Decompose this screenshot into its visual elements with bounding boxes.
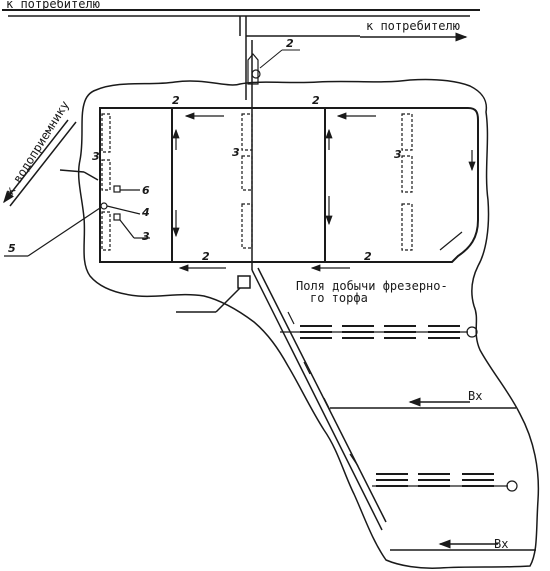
field-label-line1: Поля добычи фрезерно- [296, 279, 448, 293]
receiver-outflow [3, 119, 99, 207]
callout-3-c: 3 [394, 148, 402, 161]
callout-4: 4 [141, 206, 150, 219]
consumer-top-label: к потребителю [6, 0, 100, 11]
callout-2-c: 2 [202, 250, 210, 263]
callout-2-top: 2 [286, 37, 294, 50]
receiver-label: к водоприемнику [3, 98, 72, 197]
equipment-group [4, 185, 150, 257]
field-perimeter-canal [99, 107, 479, 263]
callout-3-b: 3 [232, 146, 240, 159]
main-supply-line [245, 40, 253, 270]
callout-6: 6 [142, 184, 150, 197]
callout-2-a: 2 [172, 94, 180, 107]
callout-2-d: 2 [364, 250, 372, 263]
callout-3-d: 3 [142, 230, 150, 243]
lower-field-rows-upper [280, 325, 478, 339]
field-label-line2: го торфа [310, 291, 368, 305]
callout-2-b: 2 [312, 94, 320, 107]
pump-unit-icon [247, 53, 261, 85]
site-boundary [77, 78, 540, 569]
input-lines [330, 397, 536, 551]
vh-label-2: Вх [494, 537, 508, 551]
callout-line-2-top [259, 49, 283, 69]
callout-3-a: 3 [92, 150, 100, 163]
field-strips [101, 113, 413, 251]
flow-arrows [172, 112, 476, 272]
vh-label-1: Вх [468, 389, 482, 403]
consumer-right-label: к потребителю [366, 19, 460, 33]
lower-field-rows-lower [372, 473, 518, 492]
callout-5: 5 [8, 242, 16, 255]
lower-supply-line [176, 267, 387, 531]
consumer-pipelines [2, 9, 480, 42]
side-hydrants [287, 311, 359, 467]
